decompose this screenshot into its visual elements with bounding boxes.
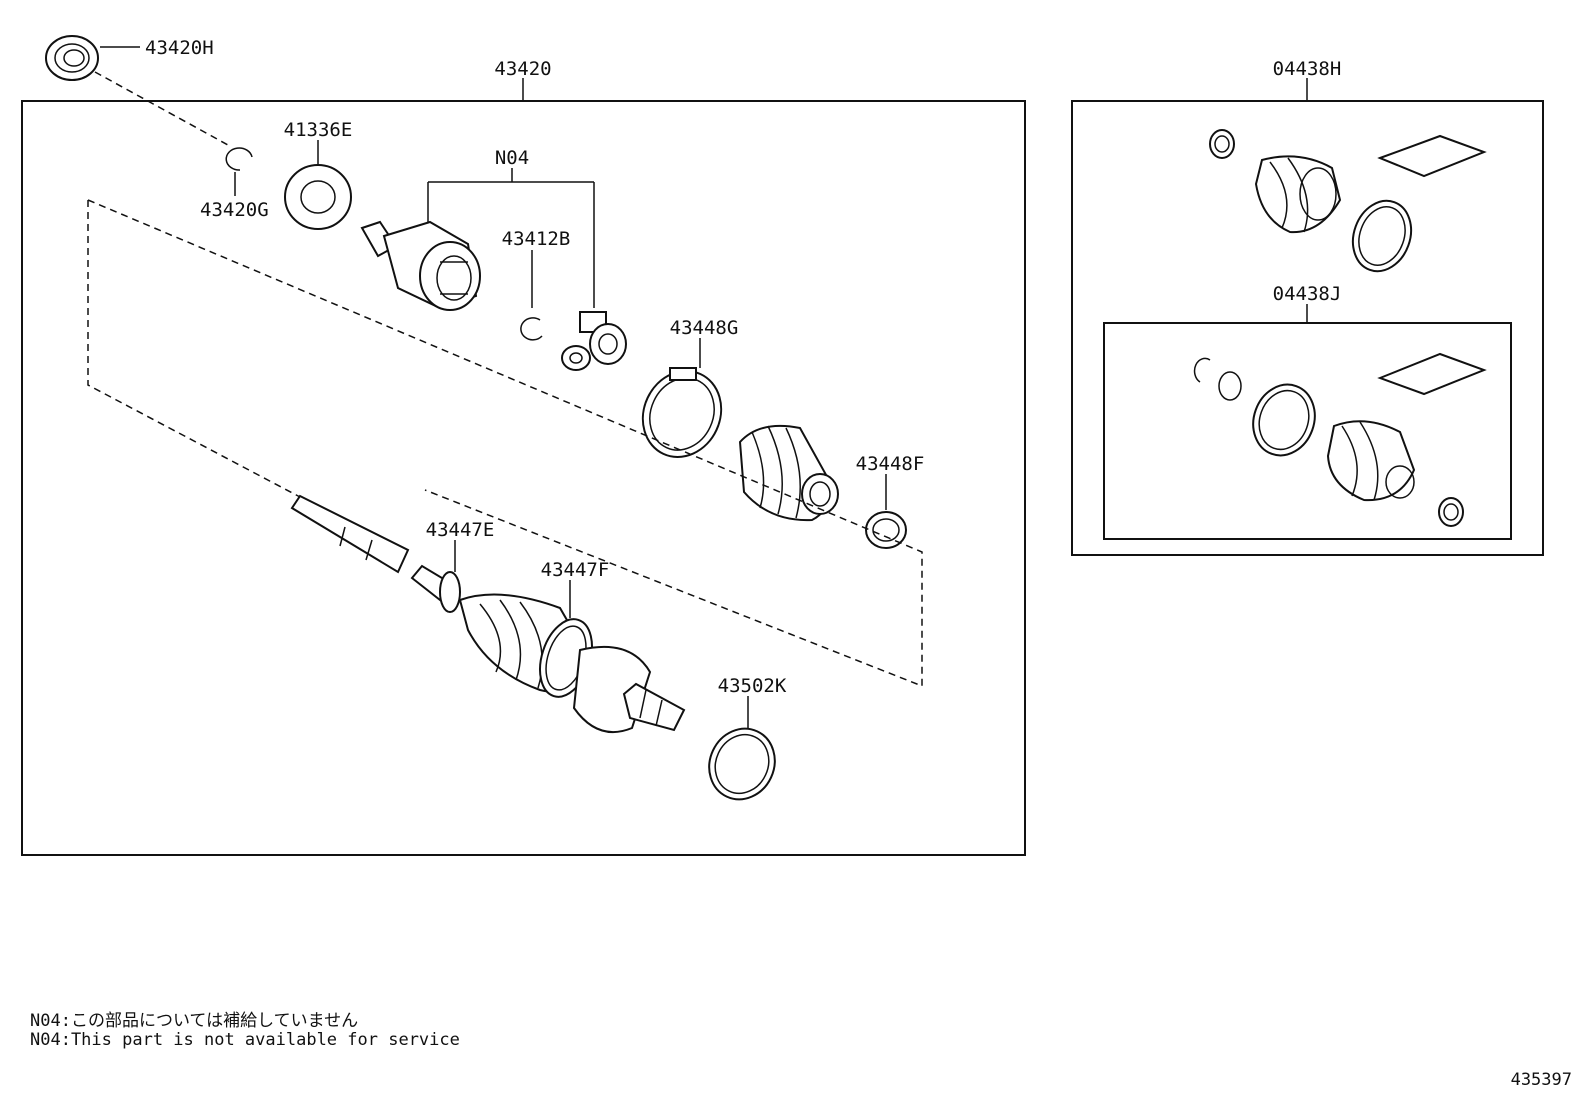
label-43502K[interactable]: 43502K bbox=[718, 675, 787, 697]
part-outer-joint bbox=[572, 645, 686, 733]
note-japanese: N04:この部品については補給していません bbox=[30, 1011, 359, 1031]
part-inner-boot bbox=[738, 424, 839, 522]
part-43412B-snap-ring bbox=[520, 317, 543, 341]
part-tripod-joint bbox=[561, 311, 627, 371]
part-43502K-seal bbox=[708, 727, 776, 801]
part-43447E-clamp bbox=[439, 571, 461, 613]
note-english: N04:This part is not available for servi… bbox=[30, 1030, 460, 1050]
part-43448G-clamp bbox=[641, 367, 723, 458]
label-43448G[interactable]: 43448G bbox=[670, 317, 739, 339]
part-inner-joint-housing bbox=[360, 220, 481, 311]
label-43420G[interactable]: 43420G bbox=[200, 199, 269, 221]
label-N04[interactable]: N04 bbox=[495, 147, 529, 169]
kit-04438H-contents bbox=[1209, 129, 1487, 273]
label-43447E[interactable]: 43447E bbox=[426, 519, 495, 541]
label-43420H[interactable]: 43420H bbox=[145, 37, 214, 59]
assembly-box-43420 bbox=[21, 100, 1026, 856]
part-43448F-clamp bbox=[865, 511, 907, 549]
part-43420H-dust-seal bbox=[45, 35, 99, 81]
label-41336E[interactable]: 41336E bbox=[284, 119, 353, 141]
part-drive-shaft bbox=[290, 494, 454, 602]
diagram-id: 435397 bbox=[1510, 1070, 1572, 1090]
part-41336E-washer bbox=[284, 164, 352, 230]
label-43420[interactable]: 43420 bbox=[494, 58, 551, 80]
label-43448F[interactable]: 43448F bbox=[856, 453, 925, 475]
label-43412B[interactable]: 43412B bbox=[502, 228, 571, 250]
part-43420G-snap-ring bbox=[225, 147, 253, 171]
kit-04438J-contents bbox=[1193, 352, 1487, 527]
label-04438H[interactable]: 04438H bbox=[1273, 58, 1342, 80]
label-43447F[interactable]: 43447F bbox=[541, 559, 610, 581]
label-04438J[interactable]: 04438J bbox=[1273, 283, 1342, 305]
